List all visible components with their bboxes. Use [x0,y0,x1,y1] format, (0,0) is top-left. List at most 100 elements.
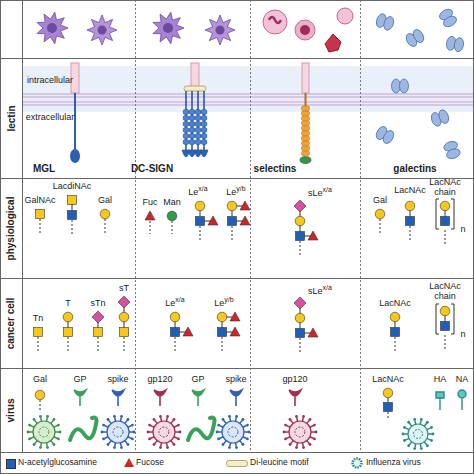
link-line [388,412,389,420]
glycan-circle [217,312,227,322]
link-line [310,425,314,427]
link-line [219,437,223,439]
glycan-circle [295,216,305,226]
link-line [150,221,151,234]
glycan-label: Ley/b [214,296,233,309]
glycan-square [441,217,450,226]
glycan-square [171,328,180,337]
glycan-label: Gal [373,196,387,206]
virus-spike [235,415,238,418]
glycan-square [218,328,227,337]
virus-spike [302,415,305,418]
lectin-name: MGL [33,163,55,174]
link-line [54,437,58,439]
glycan-circle [227,201,237,211]
sialic-acid-symbol [92,311,104,323]
virus-body [107,421,129,443]
virus-spike [302,446,305,449]
link-line [155,441,157,444]
legend-swatch [6,459,16,469]
link-line [300,338,301,353]
crd [200,150,208,157]
lectin-name: selectins [254,163,297,174]
neck-repeat [201,115,207,121]
neck-repeat [183,109,189,115]
link-line [310,437,314,439]
cell-outline [153,12,184,44]
link-line [104,425,108,427]
link-line [224,441,226,444]
neck-repeat [189,139,195,145]
neck-repeat [201,109,207,115]
drawing [437,109,450,125]
link-line [305,93,307,106]
glycan-square [94,328,103,337]
neck-repeat [189,121,195,127]
virus-spike [246,438,249,441]
virus-spike [413,418,416,421]
glycan-circle [440,201,450,211]
cell-outline [37,12,68,44]
link-line [72,220,73,234]
row-label: virus [6,398,17,422]
virus-core [113,427,123,437]
glycoprotein [192,390,204,406]
neck-repeat [195,121,201,127]
neck-repeat [189,133,195,139]
glycan-circle [167,211,177,221]
virus-spike [426,444,429,447]
glycan-circle [170,312,180,322]
link-line [104,437,108,439]
legend-text: Fucose [136,458,164,467]
link-line [172,221,173,234]
virus-core [39,427,49,437]
link-line [149,431,153,433]
fucose-symbol [240,216,250,225]
neck-repeat [183,121,189,127]
virus-spike [166,415,169,418]
glycan-label: Ley/b [226,185,245,198]
glycan-label: extracellular [26,113,75,123]
galectin-symbol [404,28,426,49]
glycan-label: GP [191,375,204,385]
virus-spike [432,433,435,436]
ebola-virus [188,418,215,440]
virus-spike [59,431,62,434]
link-line [222,337,223,352]
link-line [129,431,133,433]
selectin-repeat [302,111,310,116]
glycan-square [384,403,393,412]
galectin-symbol [438,7,459,29]
virus-spike [284,424,287,427]
glycan-label: T [65,299,71,309]
link-line [175,337,176,352]
drawing [445,147,461,160]
neck-repeat [183,139,189,145]
link-line [219,425,223,427]
virus-spike [403,439,406,442]
glycan-label: Fuc [142,198,157,208]
selectin-repeat [302,146,310,151]
virus-spike [315,431,318,434]
virus-spike [235,446,238,449]
glycan-label: Gal [98,196,112,206]
bracket [436,199,454,229]
glycan-label: LacNAc chain [427,178,463,198]
glycan-square [64,328,73,337]
virus-spike [27,431,30,434]
virus-spike [407,421,410,424]
virus-spike [102,438,105,441]
neck-repeat [201,133,207,139]
glycoprotein [230,390,242,406]
virus-spike [426,421,429,424]
nucleus [98,26,107,35]
link-line [125,420,127,423]
selectin-repeat [302,121,310,126]
link-line [54,425,58,427]
virus-spike [403,426,406,429]
lectin-name: galectins [393,163,436,174]
row-label: cancer cell [6,297,17,349]
link-line [311,431,315,433]
glycan-circle [375,209,385,219]
virus-body [153,421,175,443]
